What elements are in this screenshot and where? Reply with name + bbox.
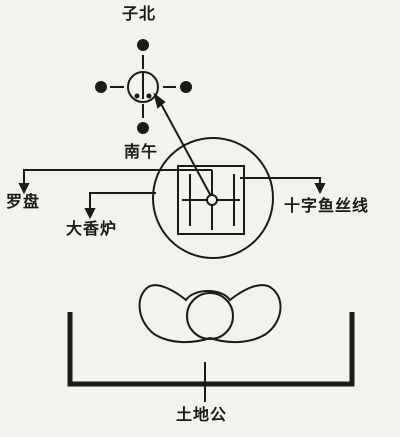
earth-god-outline <box>138 284 282 344</box>
label-shi-zi-yu-si-xian: 十字鱼丝线 <box>284 196 370 215</box>
shizi-callout-line <box>240 177 321 186</box>
west-dot-icon <box>95 81 107 93</box>
south-dot-icon <box>137 122 149 134</box>
luopan-arrow-icon <box>18 183 30 195</box>
label-tu-di-gong: 土地公 <box>176 405 228 424</box>
inner-dot-icon <box>146 93 152 99</box>
direction-center-circle <box>127 71 159 103</box>
xianglu-callout-line <box>89 192 156 211</box>
luopan-callout-line <box>23 169 212 186</box>
incense-burner-circle <box>152 137 274 259</box>
altar-frame <box>67 312 355 387</box>
east-dot-icon <box>180 81 192 93</box>
north-dot-icon <box>137 39 149 51</box>
pointer-arrow-icon <box>153 92 166 109</box>
shizi-arrow-icon <box>314 183 326 195</box>
label-luo-pan: 罗盘 <box>6 192 41 211</box>
pointer-line <box>159 101 213 199</box>
label-nan-wu: 南午 <box>124 142 159 161</box>
earth-god-head-circle <box>186 292 234 340</box>
xianglu-arrow-icon <box>84 208 96 220</box>
compass-square <box>177 165 245 235</box>
label-da-xiang-lu: 大香炉 <box>66 219 118 238</box>
inner-dot-icon <box>134 93 140 99</box>
label-zi-bei: 子北 <box>122 4 157 23</box>
compass-center-circle <box>206 194 218 206</box>
direction-indicator <box>95 39 192 134</box>
